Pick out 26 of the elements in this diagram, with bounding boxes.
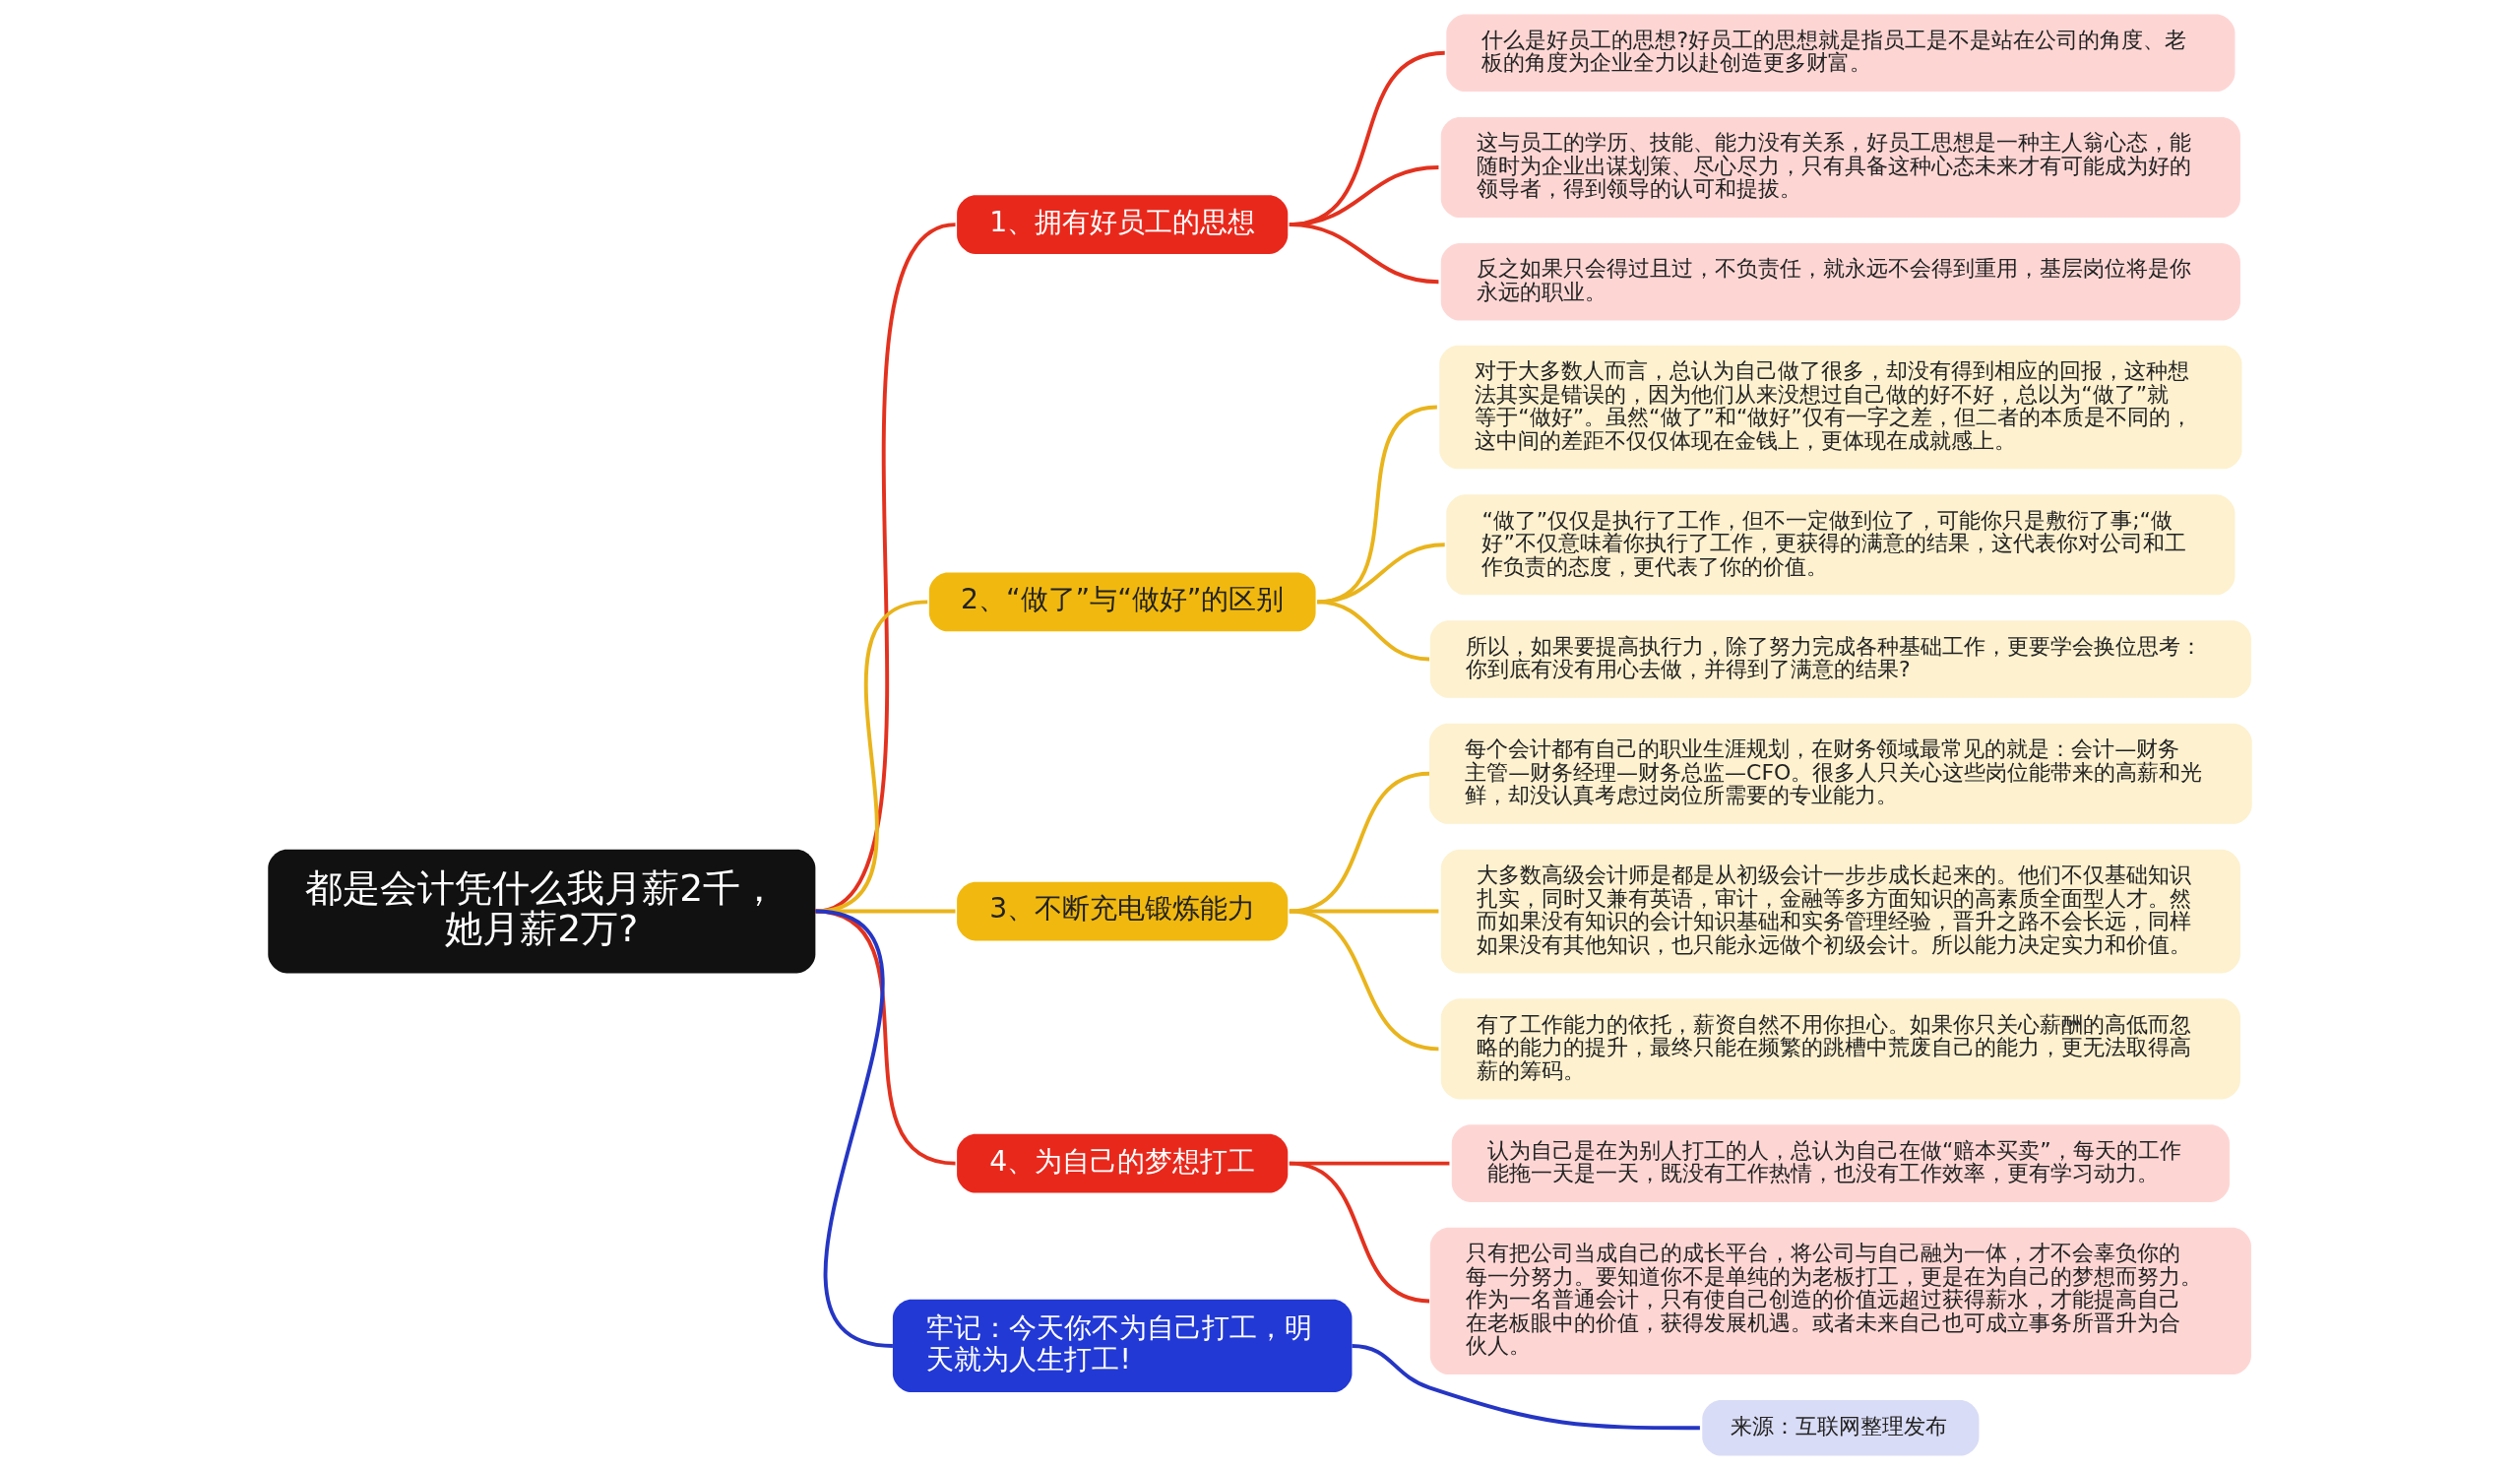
node-box: 有了工作能力的依托，薪资自然不用你担心。如果你只关心薪酬的高低而忽略的能力的提升，最终只能在频繁的跳槽中荒废自己的能力，更无法取得高薪的筹码。	[1440, 998, 2240, 1100]
node-box: 对于大多数人而言，总认为自己做了很多，却没有得到相应的回报，这种想法其实是错误的，因为他们从来没想过自己做的好不好，总以为“做了”就等于“做好”。虽然“做了”和“做好”仅有一字之差，但二者的本质是不同的，这中间的差距不仅仅体现在金钱上，更体现在成就感上。	[1439, 345, 2242, 470]
connector	[1316, 543, 1445, 605]
connector	[814, 909, 894, 1348]
node-box: 1、拥有好员工的思想	[957, 195, 1289, 254]
connector	[814, 223, 957, 914]
node-box: 3、不断充电锻炼能力	[957, 881, 1289, 941]
connector	[1289, 909, 1439, 1052]
node-box: 这与员工的学历、技能、能力没有关系，好员工思想是一种主人翁心态，能随时为企业出谋划策、尽心尽力，只有具备这种心态未来才有可能成为好的领导者，得到领导的认可和提拔。	[1440, 116, 2240, 219]
node-box: 认为自己是在为别人打工的人，总认为自己在做“赔本买卖”，每天的工作能拖一天是一天，既没有工作热情，也没有工作效率，更有学习动力。	[1451, 1124, 2230, 1202]
node-box: 什么是好员工的思想?好员工的思想就是指员工是不是站在公司的角度、老板的角度为企业全力以赴创造更多财富。	[1446, 14, 2236, 92]
node-box: 4、为自己的梦想打工	[957, 1133, 1289, 1193]
node-box: 都是会计凭什么我月薪2千，她月薪2万?	[268, 849, 816, 974]
connector	[1316, 600, 1430, 662]
connector	[1352, 1344, 1700, 1431]
node-box: 每个会计都有自己的职业生涯规划，在财务领域最常见的就是：会计—财务主管—财务经理—财务总监—CFO。很多人只关心这些岗位能带来的高薪和光鲜，却没认真考虑过岗位所需要的专业能力。	[1429, 723, 2252, 824]
node-box: 2、“做了”与“做好”的区别	[928, 572, 1316, 632]
connector	[1289, 223, 1439, 285]
node-box: 来源：互联网整理发布	[1702, 1400, 1980, 1456]
node-box: 反之如果只会得过且过，不负责任，就永远不会得到重用，基层岗位将是你永远的职业。	[1440, 242, 2240, 321]
node-box: “做了”仅仅是执行了工作，但不一定做到位了，可能你只是敷衍了事;“做好”不仅意味着你执行了工作，更获得的满意的结果，这代表你对公司和工作负责的态度，更代表了你的价值。	[1446, 494, 2236, 596]
connector	[1289, 1161, 1430, 1304]
node-box: 所以，如果要提高执行力，除了努力完成各种基础工作，更要学会换位思考：你到底有没有用心去做，并得到了满意的结果?	[1429, 620, 2251, 698]
node-box: 牢记：今天你不为自己打工，明天就为人生打工!	[892, 1299, 1353, 1393]
node-box: 只有把公司当成自己的成长平台，将公司与自己融为一体，才不会辜负你的每一分努力。要知道你不是单纯的为老板打工，更是在为自己的梦想而努力。作为一名普通会计，只有使自己创造的价值远超过获得薪水，才能提高自己在老板眼中的价值，获得发展机遇。或者未来自己也可成立事务所晋升为合伙人。	[1429, 1227, 2251, 1375]
node-box: 大多数高级会计师是都是从初级会计一步步成长起来的。他们不仅基础知识扎实，同时又兼有英语，审计，金融等多方面知识的高素质全面型人才。然而如果没有知识的会计知识基础和实务管理经验，晋升之路不会长远，同样如果没有其他知识，也只能永远做个初级会计。所以能力决定实力和价值。	[1440, 849, 2240, 974]
